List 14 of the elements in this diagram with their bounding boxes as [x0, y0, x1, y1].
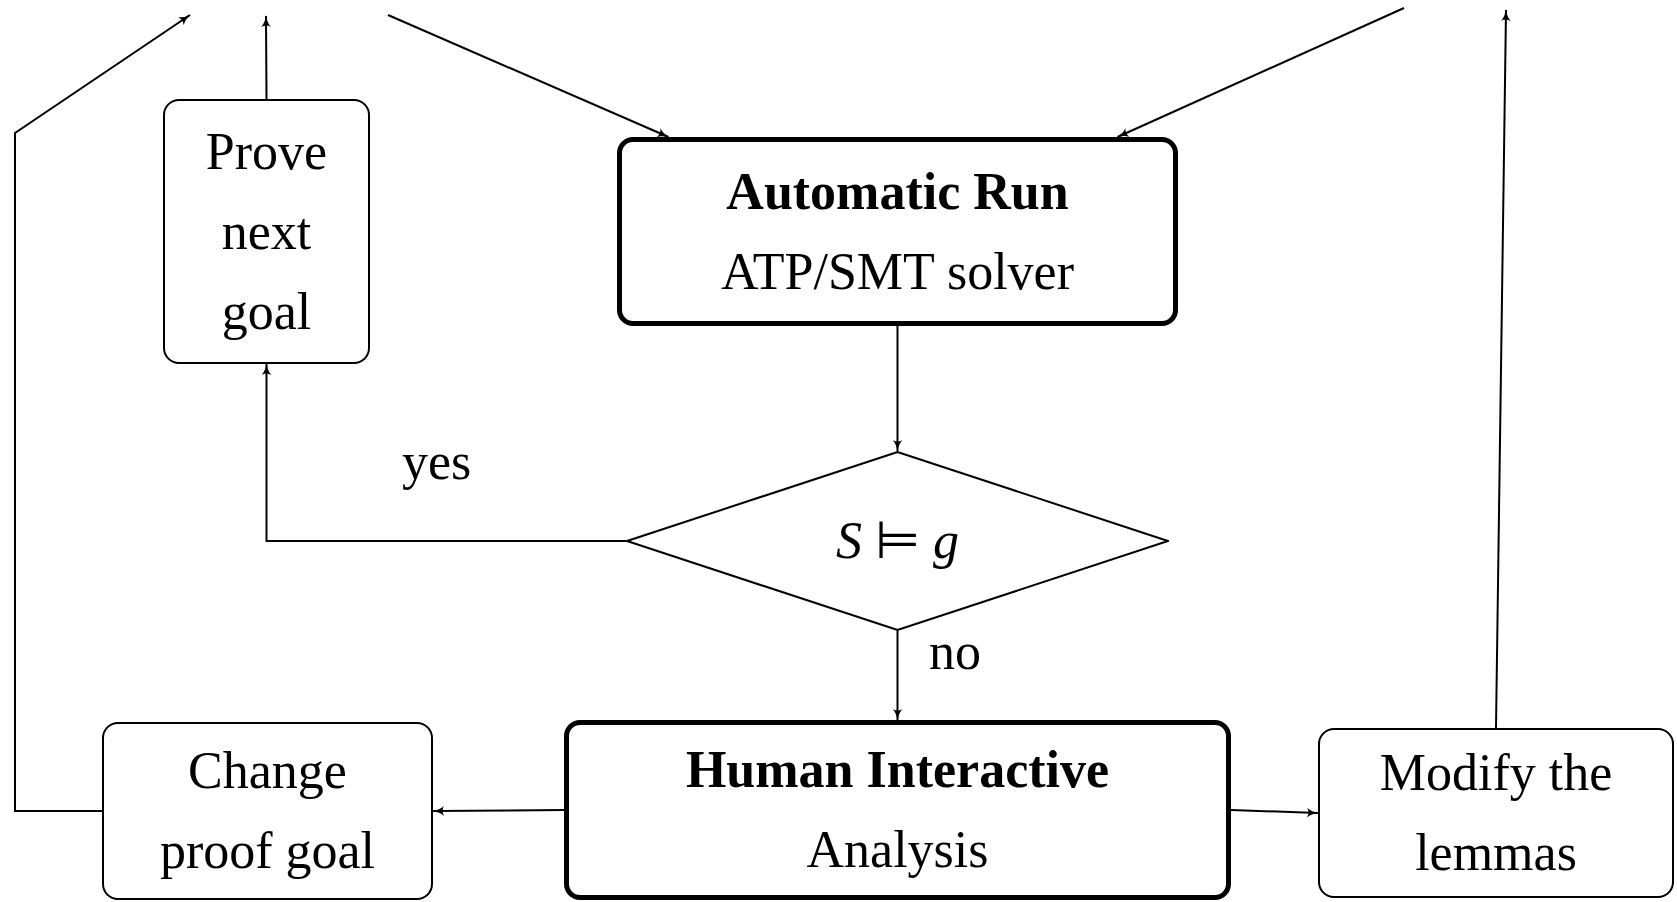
box-text: Analysis: [806, 820, 989, 880]
box-text: Modify the lemmas: [1378, 743, 1614, 883]
box-text: Prove next goal: [204, 121, 329, 342]
process-box: [102, 722, 433, 900]
process-box: [1318, 728, 1674, 898]
box-title: Human Interactive: [685, 740, 1110, 800]
process-box: [564, 720, 1231, 900]
process-box: [617, 137, 1178, 326]
box-text: Change proof goal: [158, 741, 377, 881]
box-text: ATP/SMT solver: [721, 241, 1074, 302]
decision-diamond: [626, 451, 1169, 631]
process-box: [163, 99, 370, 364]
box-title: Automatic Run: [726, 161, 1069, 222]
box-text: S ⊨ g: [836, 511, 959, 571]
